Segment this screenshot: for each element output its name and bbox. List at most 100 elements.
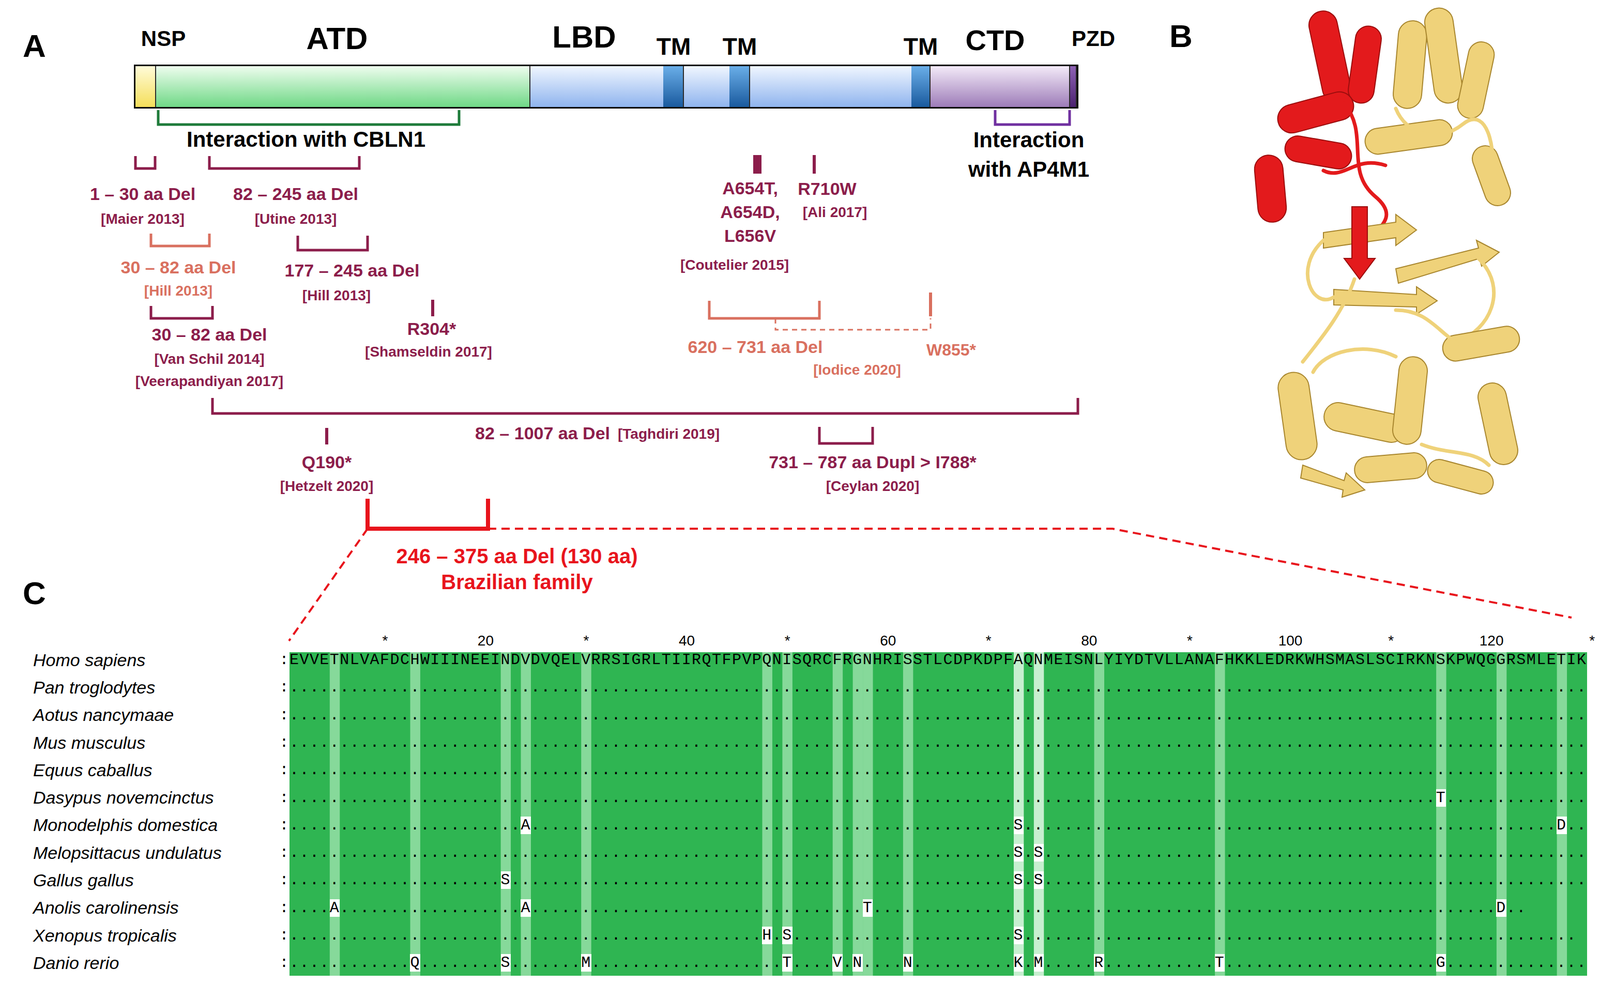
residue: . bbox=[1526, 678, 1537, 697]
residue: . bbox=[721, 954, 732, 972]
residue: . bbox=[540, 678, 551, 697]
residue: . bbox=[1244, 761, 1255, 780]
residue: . bbox=[510, 789, 521, 807]
label-slot: [Iodice 2020] bbox=[813, 361, 902, 379]
label-slot: * bbox=[784, 632, 791, 650]
residue: . bbox=[540, 816, 551, 835]
residue: . bbox=[1124, 734, 1135, 752]
sequence-row: :.....................S.................… bbox=[279, 871, 1588, 890]
residue: . bbox=[1274, 789, 1285, 807]
residue: E bbox=[319, 651, 330, 669]
residue: . bbox=[349, 734, 360, 752]
residue: . bbox=[1355, 871, 1366, 890]
residue: . bbox=[1124, 844, 1135, 862]
sequence-row: :.......................................… bbox=[279, 706, 1588, 725]
residue: . bbox=[872, 761, 883, 780]
residue: . bbox=[440, 734, 451, 752]
residue: . bbox=[1375, 816, 1386, 835]
residue: . bbox=[842, 926, 853, 945]
residue: . bbox=[1415, 761, 1426, 780]
residue: . bbox=[1395, 734, 1406, 752]
residue: . bbox=[1294, 789, 1305, 807]
residue: . bbox=[551, 789, 561, 807]
residue: . bbox=[1475, 899, 1486, 918]
residue: . bbox=[1114, 678, 1124, 697]
domain-label: NSP bbox=[141, 26, 186, 51]
residue: . bbox=[581, 789, 591, 807]
residue: . bbox=[1184, 761, 1195, 780]
residue: N bbox=[862, 651, 873, 669]
residue: . bbox=[1033, 761, 1044, 780]
residue: . bbox=[1536, 706, 1547, 725]
residue: . bbox=[1436, 678, 1446, 697]
residue: . bbox=[1506, 706, 1517, 725]
residue: . bbox=[440, 678, 451, 697]
residue: . bbox=[1516, 899, 1527, 918]
residue: . bbox=[903, 678, 913, 697]
residue: . bbox=[852, 844, 863, 862]
residue: . bbox=[379, 678, 390, 697]
residue: . bbox=[1003, 789, 1014, 807]
residue: R bbox=[591, 651, 602, 669]
residue: H bbox=[1315, 651, 1325, 669]
residue: . bbox=[782, 678, 792, 697]
residue: I bbox=[1063, 651, 1074, 669]
residue: . bbox=[1315, 844, 1325, 862]
residue: . bbox=[520, 706, 531, 725]
residue: . bbox=[802, 678, 813, 697]
residue: . bbox=[339, 954, 350, 972]
residue: . bbox=[631, 816, 642, 835]
residue: . bbox=[1385, 734, 1396, 752]
residue: . bbox=[490, 761, 501, 780]
beta-strand bbox=[1323, 214, 1417, 249]
residue: . bbox=[299, 954, 310, 972]
residue: . bbox=[420, 789, 431, 807]
residue: . bbox=[470, 789, 481, 807]
helix bbox=[1363, 117, 1454, 156]
residue: . bbox=[912, 816, 923, 835]
residue: . bbox=[1415, 816, 1426, 835]
residue: . bbox=[822, 899, 833, 918]
residue: . bbox=[1345, 789, 1356, 807]
residue: . bbox=[983, 706, 994, 725]
residue: M bbox=[1033, 954, 1044, 972]
residue: . bbox=[1395, 706, 1406, 725]
residue: . bbox=[1395, 789, 1406, 807]
residue: . bbox=[560, 899, 571, 918]
label-slot: * bbox=[1186, 632, 1193, 650]
deletion-bracket bbox=[709, 300, 820, 319]
residue: I bbox=[430, 651, 440, 669]
residue: . bbox=[1164, 706, 1175, 725]
residue: . bbox=[1154, 678, 1165, 697]
residue: . bbox=[752, 761, 763, 780]
residue: . bbox=[812, 844, 823, 862]
residue: . bbox=[812, 734, 823, 752]
residue: . bbox=[440, 926, 451, 945]
residue: . bbox=[379, 734, 390, 752]
residue: . bbox=[1576, 734, 1587, 752]
residue: . bbox=[1114, 789, 1124, 807]
residue: . bbox=[933, 761, 943, 780]
residue: . bbox=[953, 844, 964, 862]
residue: . bbox=[400, 734, 410, 752]
residue: . bbox=[1073, 926, 1084, 945]
residue: . bbox=[973, 899, 984, 918]
residue: . bbox=[1405, 706, 1416, 725]
residue: . bbox=[1134, 734, 1145, 752]
residue: Q bbox=[702, 651, 712, 669]
residue: . bbox=[1124, 816, 1135, 835]
residue: S bbox=[500, 954, 511, 972]
residue: . bbox=[772, 678, 783, 697]
helix bbox=[1391, 355, 1429, 447]
residue: . bbox=[1224, 789, 1235, 807]
mutation-label: [Hill 2013] bbox=[144, 282, 213, 300]
residue: . bbox=[460, 706, 471, 725]
residue: . bbox=[711, 954, 722, 972]
panel-letter: C bbox=[22, 574, 47, 613]
residue: . bbox=[651, 926, 662, 945]
residue: . bbox=[1576, 789, 1587, 807]
residue: . bbox=[370, 706, 380, 725]
residue: I bbox=[782, 651, 792, 669]
residue: . bbox=[903, 789, 913, 807]
residue: . bbox=[329, 789, 340, 807]
